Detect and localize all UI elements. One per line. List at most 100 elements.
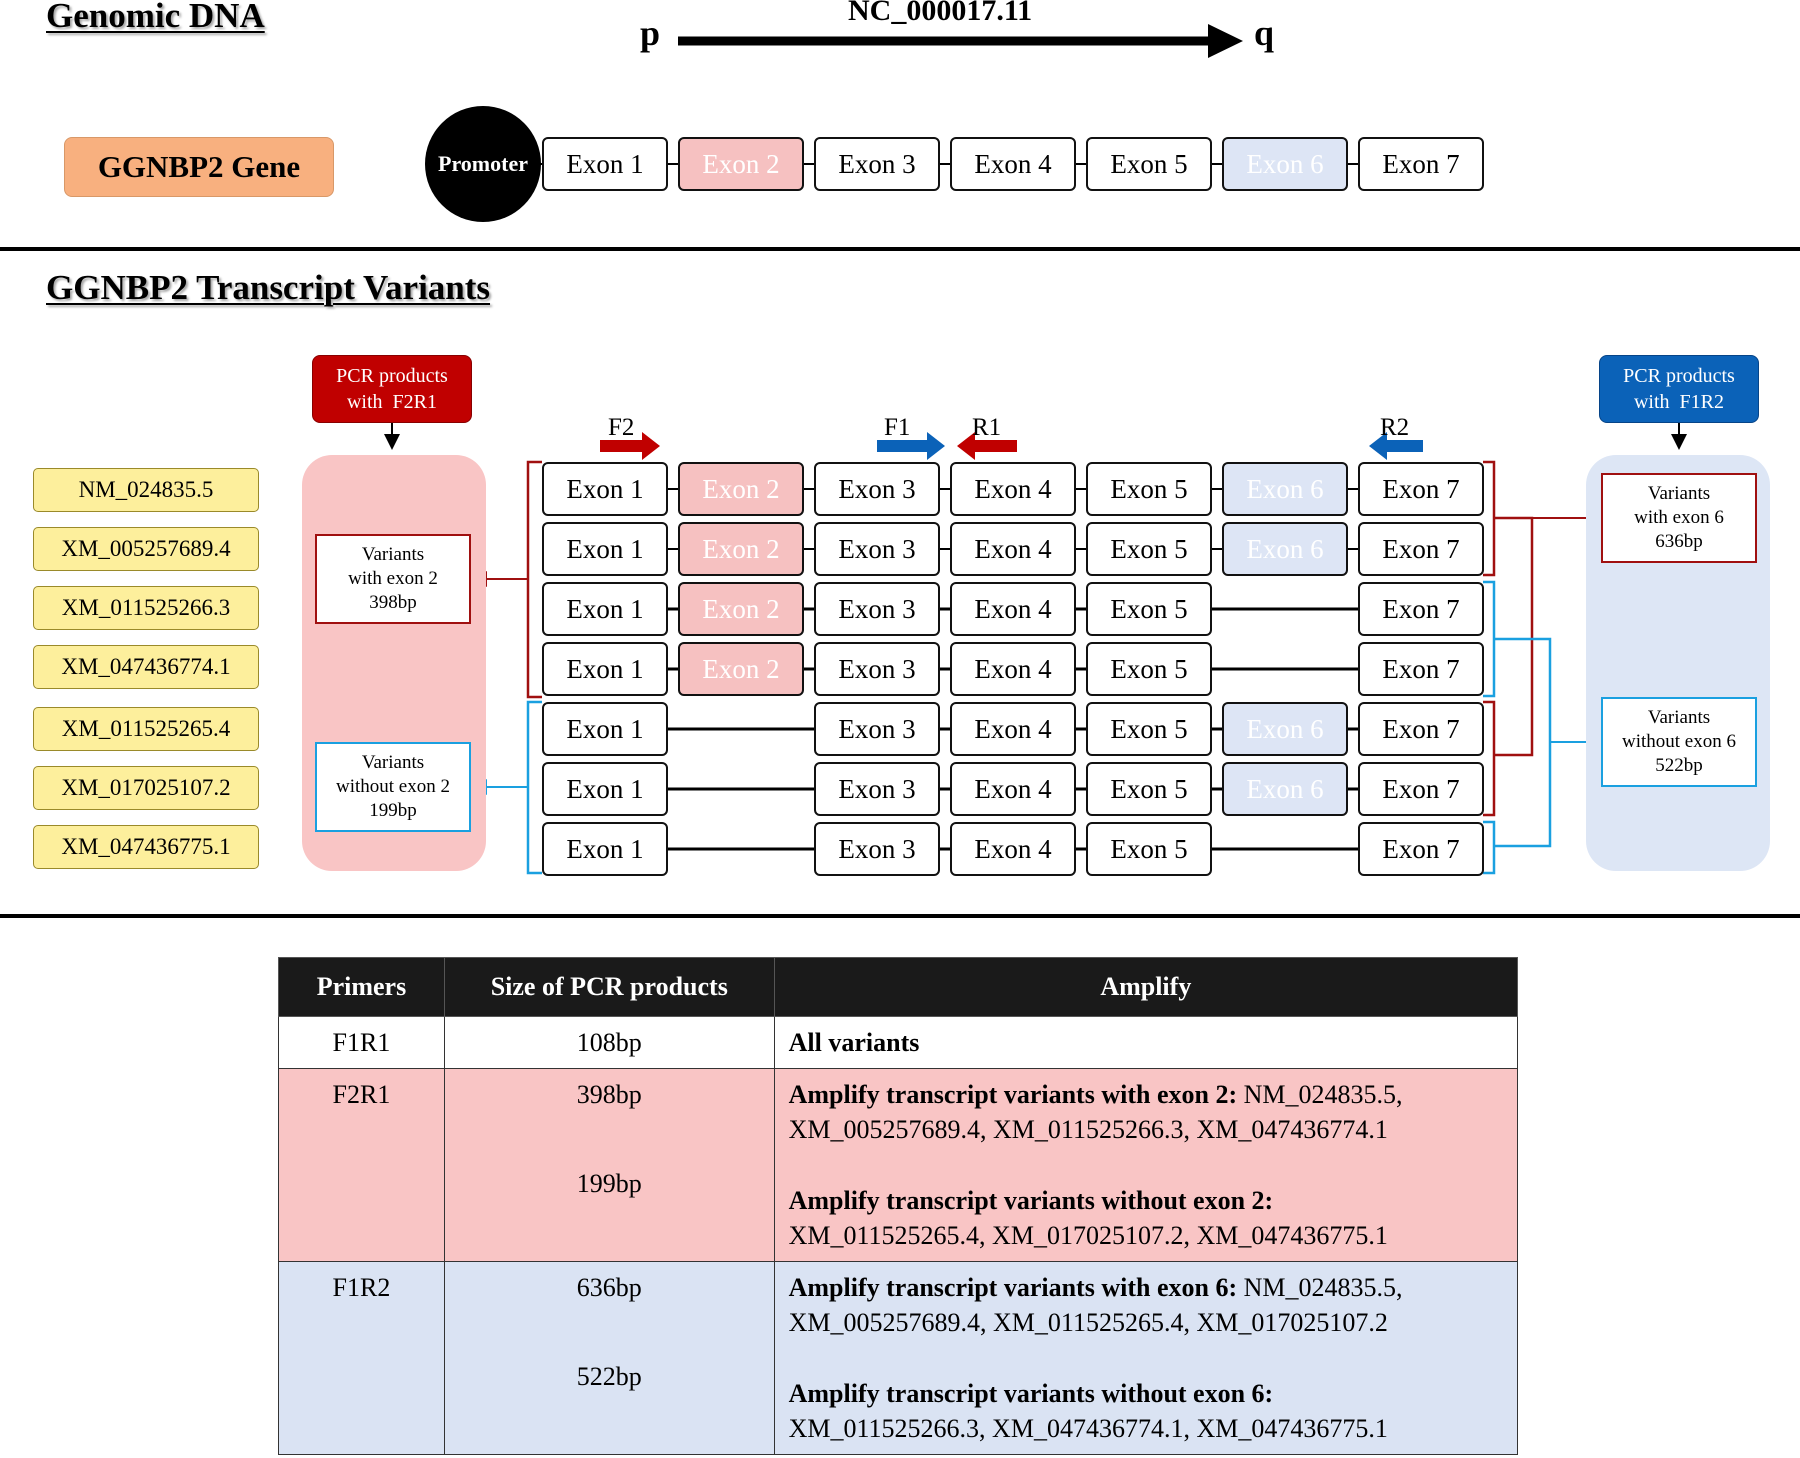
table-header-size: Size of PCR products xyxy=(443,957,775,1017)
transcript-exon-1: Exon 1 xyxy=(542,762,668,816)
variants-without-exon6-line1: Variants xyxy=(1647,707,1711,728)
table-row-f1r2: F1R2 636bp 522bp Amplify transcript vari… xyxy=(278,1261,1519,1455)
transcript-exon-1: Exon 1 xyxy=(542,582,668,636)
amplify-list: XM_011525265.4, XM_017025107.2, XM_04743… xyxy=(788,1221,1388,1250)
table-cell-size: 636bp 522bp xyxy=(443,1261,775,1455)
variant-id-label: XM_011525266.3 xyxy=(33,586,259,630)
chromosome-arrowhead xyxy=(1208,24,1243,58)
transcript-exon-1: Exon 1 xyxy=(542,702,668,756)
amplify-list: XM_005257689.4, XM_011525265.4, XM_01702… xyxy=(788,1308,1388,1337)
variants-without-exon6-box: Variants without exon 6 522bp xyxy=(1601,697,1757,787)
amplify-list: XM_011525266.3, XM_047436774.1, XM_04743… xyxy=(788,1414,1388,1443)
chromosome-p-label: p xyxy=(640,13,661,53)
pcr-f2r1-title: PCR products with F2R1 xyxy=(312,355,472,423)
transcript-exon-3: Exon 3 xyxy=(814,642,940,696)
transcript-exon-4: Exon 4 xyxy=(950,462,1076,516)
bracket-left-red xyxy=(526,460,542,699)
amplify-lead: Amplify transcript variants without exon… xyxy=(788,1186,1274,1215)
table-header-row: Primers Size of PCR products Amplify xyxy=(278,957,1519,1017)
table-cell-size: 108bp xyxy=(443,1016,775,1069)
transcript-exon-2: Exon 2 xyxy=(678,462,804,516)
variants-without-exon2-box: Variants without exon 2 199bp xyxy=(315,742,471,832)
transcript-exon-5: Exon 5 xyxy=(1086,702,1212,756)
gene-name-label: GGNBP2 Gene xyxy=(97,149,301,184)
variant-id-label: XM_047436775.1 xyxy=(33,825,259,869)
bracket-right-red-bottom xyxy=(1483,700,1496,817)
variants-without-exon2-line1: Variants xyxy=(361,752,425,773)
transcript-exon-5: Exon 5 xyxy=(1086,582,1212,636)
transcript-exon-7: Exon 7 xyxy=(1358,582,1484,636)
variants-with-exon2-line1: Variants xyxy=(361,544,425,565)
bracket-right-red-top xyxy=(1483,460,1496,577)
transcript-exon-1: Exon 1 xyxy=(542,822,668,876)
gene-exon-6: Exon 6 xyxy=(1222,137,1348,191)
bracket-left-cyan xyxy=(526,700,542,875)
transcript-exon-6: Exon 6 xyxy=(1222,702,1348,756)
table-cell-amplify: Amplify transcript variants with exon 6:… xyxy=(773,1261,1519,1455)
pcr-f2r1-title-line2: with F2R1 xyxy=(346,391,438,413)
transcript-exon-4: Exon 4 xyxy=(950,702,1076,756)
variants-with-exon6-line2: with exon 6 xyxy=(1634,507,1724,528)
variant-id-label: XM_017025107.2 xyxy=(33,766,259,810)
primer-f2-label: F2 xyxy=(608,414,635,441)
chromosome-q-label: q xyxy=(1254,13,1275,53)
transcript-exon-7: Exon 7 xyxy=(1358,642,1484,696)
variants-without-exon2-line2: without exon 2 xyxy=(336,776,450,797)
pcr-f1r2-title: PCR products with F1R2 xyxy=(1599,355,1759,423)
amplify-lead: Amplify transcript variants with exon 6: xyxy=(788,1273,1238,1302)
transcript-exon-5: Exon 5 xyxy=(1086,822,1212,876)
table-cell-size: 398bp 199bp xyxy=(443,1068,775,1262)
transcript-exon-3: Exon 3 xyxy=(814,762,940,816)
gene-exon-2: Exon 2 xyxy=(678,137,804,191)
transcript-exon-7: Exon 7 xyxy=(1358,822,1484,876)
table-header-primers: Primers xyxy=(278,957,445,1017)
gene-name-box: GGNBP2 Gene xyxy=(64,137,334,197)
transcript-exon-5: Exon 5 xyxy=(1086,522,1212,576)
primer-f1-arrow xyxy=(877,432,945,460)
connector-with-exon6 xyxy=(1494,516,1534,757)
transcript-exon-6: Exon 6 xyxy=(1222,462,1348,516)
transcript-exon-2: Exon 2 xyxy=(678,582,804,636)
gene-exon-5: Exon 5 xyxy=(1086,137,1212,191)
gene-exon-1: Exon 1 xyxy=(542,137,668,191)
transcript-exon-7: Exon 7 xyxy=(1358,762,1484,816)
transcript-exon-2: Exon 2 xyxy=(678,522,804,576)
section-divider-top xyxy=(0,247,1800,251)
transcript-exon-5: Exon 5 xyxy=(1086,762,1212,816)
transcript-exon-7: Exon 7 xyxy=(1358,462,1484,516)
section-heading-genomic-dna: Genomic DNA xyxy=(46,0,265,35)
variants-with-exon6-line1: Variants xyxy=(1647,483,1711,504)
pcr-products-table: Primers Size of PCR products Amplify F1R… xyxy=(278,957,1519,1455)
table-cell-amplify: Amplify transcript variants with exon 2:… xyxy=(773,1068,1519,1262)
transcript-exon-4: Exon 4 xyxy=(950,522,1076,576)
variants-without-exon6-line2: without exon 6 xyxy=(1622,731,1736,752)
gene-exon-4: Exon 4 xyxy=(950,137,1076,191)
pcr-f1r2-title-line1: PCR products xyxy=(1623,365,1735,387)
primer-r2-label: R2 xyxy=(1380,414,1410,441)
pcr-f1r2-title-line2: with F1R2 xyxy=(1633,391,1725,413)
amplify-lead: Amplify transcript variants without exon… xyxy=(788,1379,1274,1408)
table-cell-primer: F2R1 xyxy=(278,1068,445,1262)
gene-exon-3: Exon 3 xyxy=(814,137,940,191)
transcript-exon-6: Exon 6 xyxy=(1222,522,1348,576)
table-row-f1r1: F1R1 108bp All variants xyxy=(278,1016,1519,1069)
transcript-exon-3: Exon 3 xyxy=(814,822,940,876)
primer-r1-arrow xyxy=(957,432,1017,460)
transcript-exon-3: Exon 3 xyxy=(814,582,940,636)
transcript-exon-4: Exon 4 xyxy=(950,642,1076,696)
chromosome-accession: NC_000017.11 xyxy=(848,0,1033,27)
variants-with-exon2-line2: with exon 2 xyxy=(348,568,438,589)
variants-with-exon2-size: 398bp xyxy=(369,592,417,613)
transcript-exon-3: Exon 3 xyxy=(814,522,940,576)
primer-r2-arrow xyxy=(1369,432,1423,460)
variants-with-exon2-box: Variants with exon 2 398bp xyxy=(315,534,471,624)
connector-without-exon6 xyxy=(1494,637,1552,848)
variants-with-exon6-box: Variants with exon 6 636bp xyxy=(1601,473,1757,563)
transcript-exon-5: Exon 5 xyxy=(1086,642,1212,696)
transcript-exon-7: Exon 7 xyxy=(1358,702,1484,756)
variant-id-label: XM_005257689.4 xyxy=(33,527,259,571)
bracket-right-cyan-top xyxy=(1483,580,1496,698)
transcript-exon-1: Exon 1 xyxy=(542,522,668,576)
section-divider-bottom xyxy=(0,914,1800,918)
